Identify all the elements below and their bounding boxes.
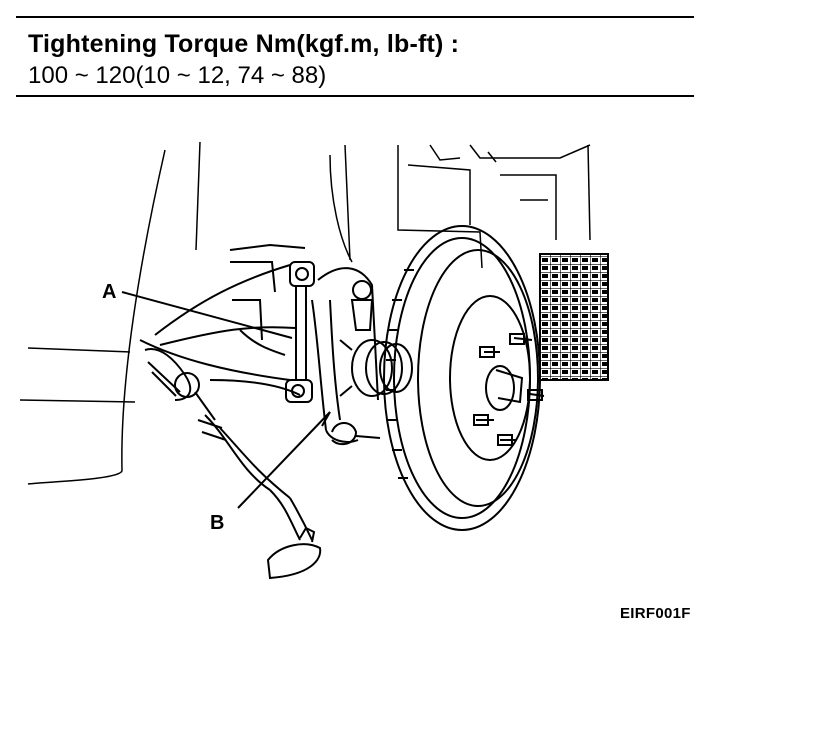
steering-tie-rod	[144, 348, 322, 580]
brake-disc	[383, 225, 545, 531]
callout-b-label: B	[210, 512, 225, 534]
lower-arm	[139, 243, 306, 396]
header-rule-bottom	[16, 95, 694, 97]
disc-vent-marks	[386, 269, 414, 479]
torque-spec-value: 100 ~ 120(10 ~ 12, 74 ~ 88)	[28, 62, 327, 89]
header-rule-top	[16, 16, 694, 18]
radiator-grille	[539, 253, 609, 381]
callout-leaders	[121, 291, 331, 509]
torque-spec-label: Tightening Torque Nm(kgf.m, lb-ft) :	[28, 30, 460, 58]
callout-a-label: A	[102, 281, 117, 303]
stabilizer-link	[285, 261, 315, 403]
steering-knuckle	[311, 267, 381, 446]
figure-code: EIRF001F	[620, 605, 691, 622]
